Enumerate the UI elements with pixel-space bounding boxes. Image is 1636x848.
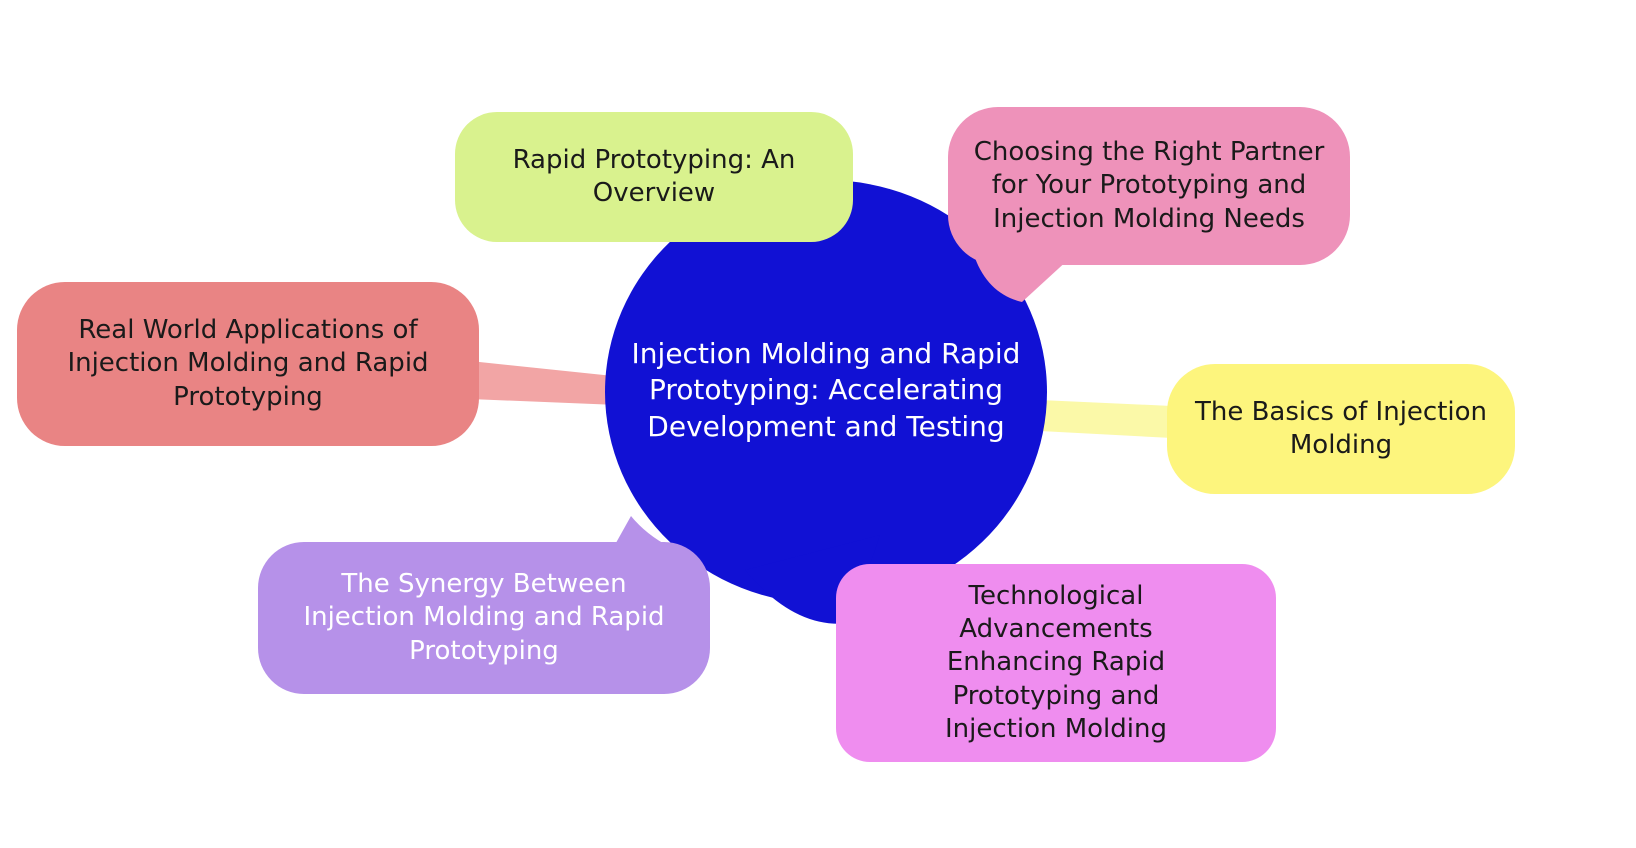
connector-left-band [470, 361, 642, 406]
node-rapid-prototyping-overview: Rapid Prototyping: An Overview [455, 112, 853, 242]
node-label: The Basics of Injection Molding [1194, 396, 1488, 460]
node-label: Choosing the Right Partner for Your Prot… [973, 137, 1325, 234]
node-label: Rapid Prototyping: An Overview [512, 144, 796, 208]
center-topic: Injection Molding and Rapid Prototyping:… [606, 336, 1046, 445]
node-tech-advancements: Technological Advancements Enhancing Rap… [836, 564, 1276, 762]
center-topic-label: Injection Molding and Rapid Prototyping:… [631, 337, 1021, 443]
node-real-world-applications: Real World Applications of Injection Mol… [17, 282, 479, 446]
node-basics-of-injection-molding: The Basics of Injection Molding [1167, 364, 1515, 494]
connector-right-band [1040, 400, 1172, 438]
center-ellipse [605, 180, 1047, 604]
node-label: The Synergy Between Injection Molding an… [303, 569, 665, 666]
node-label: Technological Advancements Enhancing Rap… [944, 581, 1167, 744]
node-choosing-right-partner: Choosing the Right Partner for Your Prot… [948, 107, 1350, 265]
node-label: Real World Applications of Injection Mol… [67, 315, 429, 412]
tail-top-right-node [975, 258, 1070, 302]
tail-bottom-left-node [612, 516, 676, 550]
node-synergy: The Synergy Between Injection Molding an… [258, 542, 710, 694]
